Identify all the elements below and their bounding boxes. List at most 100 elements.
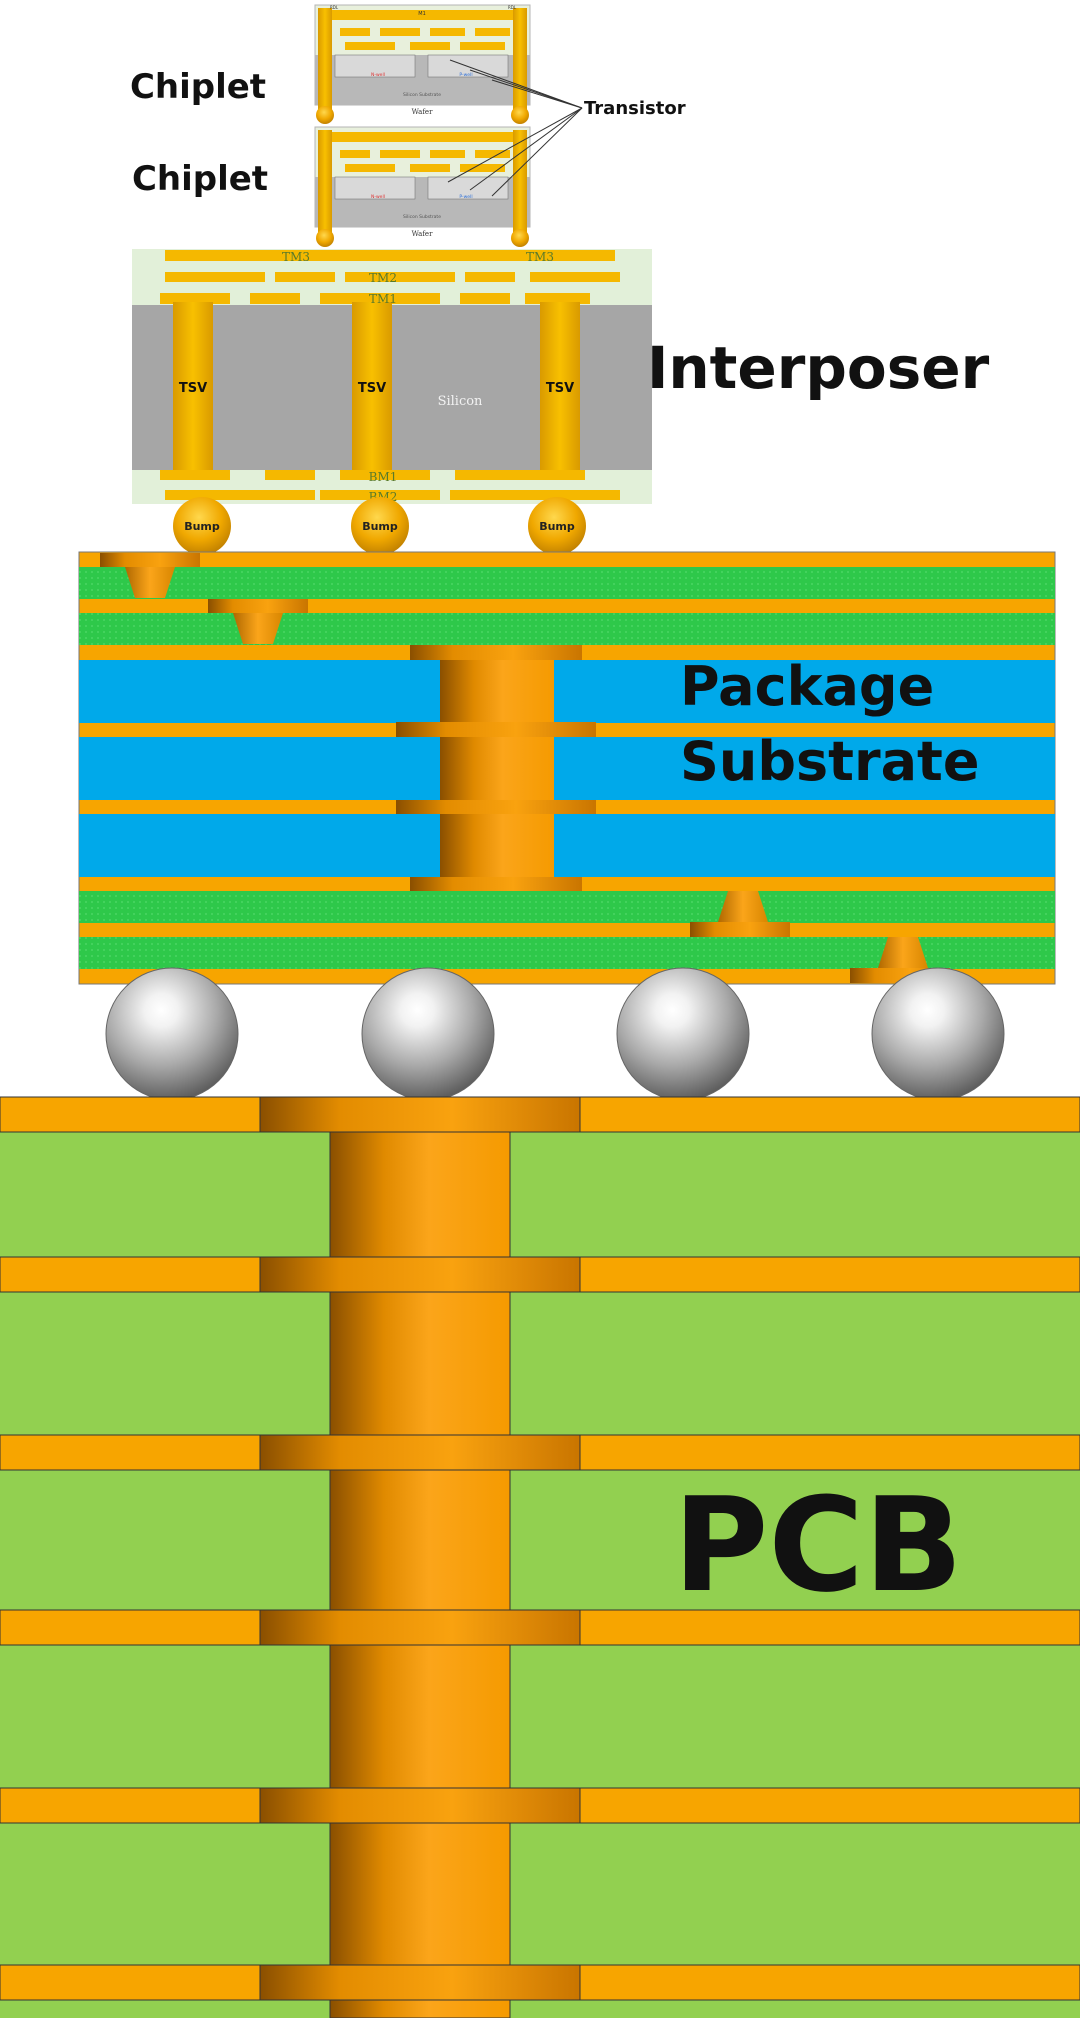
bm1-segment bbox=[340, 470, 430, 480]
substrate-pad bbox=[410, 645, 582, 660]
tm1-segment bbox=[250, 293, 300, 304]
substrate-pad bbox=[100, 553, 200, 567]
tsv-center bbox=[352, 302, 392, 477]
bump-icon bbox=[351, 497, 409, 555]
chiplet-metal-segment bbox=[430, 150, 465, 158]
substrate-pad bbox=[396, 722, 596, 737]
package-substrate bbox=[78, 551, 1056, 985]
tsv-right bbox=[540, 302, 580, 477]
chiplet-rdl-label-right: RDL bbox=[508, 5, 517, 10]
chiplet-metal-label: M1 bbox=[418, 11, 426, 17]
chiplet-metal-segment bbox=[380, 150, 420, 158]
tm2-segment bbox=[275, 272, 335, 282]
pcb-label: PCB bbox=[673, 1469, 963, 1621]
chiplet-rdl-label: RDL bbox=[330, 5, 339, 10]
substrate-blue-core bbox=[79, 737, 1055, 800]
bump-icon bbox=[316, 229, 334, 247]
tm2-segment bbox=[530, 272, 620, 282]
chiplet-metal-segment bbox=[460, 42, 505, 50]
chiplet-label-1: Chiplet bbox=[130, 67, 266, 107]
bump-icon bbox=[511, 229, 529, 247]
chiplet-metal-segment bbox=[460, 164, 505, 172]
chiplet-well-right bbox=[427, 176, 509, 200]
chiplet-label-2: Chiplet bbox=[132, 159, 268, 199]
tsv-label-left: TSV bbox=[179, 381, 207, 396]
pcb-body bbox=[0, 1097, 1080, 2018]
bump-label-left: Bump bbox=[184, 520, 220, 533]
chiplet-metal-segment bbox=[345, 164, 395, 172]
chiplet-n-well-label: N-well bbox=[371, 72, 385, 78]
chiplet-metal-segment bbox=[340, 150, 370, 158]
pcb-via-pad bbox=[259, 1434, 581, 1471]
chiplet-metal-segment bbox=[430, 28, 465, 36]
chiplet-metal-segment bbox=[410, 42, 450, 50]
tm1-label: TM1 bbox=[369, 292, 397, 306]
substrate-green-layer bbox=[79, 567, 1055, 599]
bm1-segment bbox=[265, 470, 315, 480]
pcb-via-pad bbox=[259, 1256, 581, 1293]
interposer-label: Interposer bbox=[647, 334, 990, 402]
chiplet-stack-top: M1 N-well P-well Silicon Substrate Wafer… bbox=[314, 4, 531, 124]
bump-label-right: Bump bbox=[539, 520, 575, 533]
tsv-label-right: TSV bbox=[546, 381, 574, 396]
package-label-line2: Substrate bbox=[680, 730, 979, 793]
tm1-segment bbox=[160, 293, 230, 304]
pcb bbox=[0, 1096, 1080, 2018]
substrate-microvia bbox=[233, 613, 283, 644]
substrate-stacked-via bbox=[440, 814, 554, 877]
chiplet-metal-segment bbox=[380, 28, 420, 36]
transistor-callout bbox=[447, 59, 583, 197]
bm2-segment bbox=[450, 490, 620, 500]
tm3-layer bbox=[165, 250, 615, 261]
bm1-segment bbox=[160, 470, 230, 480]
chiplet-metal-layer bbox=[330, 132, 525, 142]
chiplet-substrate-label: Silicon Substrate bbox=[403, 214, 441, 220]
tm2-label: TM2 bbox=[369, 271, 397, 285]
substrate-green-layer bbox=[79, 891, 1055, 923]
bm1-segment bbox=[455, 470, 585, 480]
chiplet-well-left bbox=[334, 54, 416, 78]
substrate-blue-core bbox=[79, 814, 1055, 877]
chiplet-tsv-left bbox=[318, 130, 332, 235]
substrate-microvia bbox=[878, 937, 928, 968]
sphere-icon bbox=[871, 967, 1005, 1101]
chiplet-wafer-label: Wafer bbox=[412, 230, 433, 238]
substrate-pad bbox=[690, 922, 790, 937]
chiplet-tsv-right bbox=[513, 130, 527, 235]
tm1-segment bbox=[460, 293, 510, 304]
substrate-microvia bbox=[718, 891, 768, 922]
tm3-label-right: TM3 bbox=[526, 250, 554, 264]
substrate-pad bbox=[208, 599, 308, 613]
bump-label-center: Bump bbox=[362, 520, 398, 533]
sphere-icon bbox=[616, 967, 750, 1101]
chiplet-metal-segment bbox=[340, 28, 370, 36]
chiplet-well-left bbox=[334, 176, 416, 200]
substrate-stacked-via bbox=[440, 660, 554, 723]
substrate-pad bbox=[396, 800, 596, 814]
chiplet-substrate-label: Silicon Substrate bbox=[403, 92, 441, 98]
tm2-segment bbox=[345, 272, 455, 282]
pcb-via-pad bbox=[259, 1787, 581, 1824]
tsv-left bbox=[173, 302, 213, 477]
bm2-segment bbox=[320, 490, 440, 500]
chiplet-metal-layer bbox=[330, 10, 525, 20]
chiplet-metal-segment bbox=[345, 42, 395, 50]
sphere-icon bbox=[361, 967, 495, 1101]
chiplet-well-right bbox=[427, 54, 509, 78]
chiplet-metal-segment bbox=[410, 164, 450, 172]
pcb-via-pad bbox=[259, 1609, 581, 1646]
substrate-microvia bbox=[125, 567, 175, 598]
silicon-label: Silicon bbox=[438, 394, 483, 409]
bm1-label: BM1 bbox=[369, 470, 398, 484]
bump-icon bbox=[511, 106, 529, 124]
bump-icon bbox=[528, 497, 586, 555]
chiplet-wafer-label: Wafer bbox=[412, 108, 433, 116]
pcb-through-via bbox=[329, 1096, 511, 2018]
chiplet-p-well-label: P-well bbox=[459, 194, 472, 200]
solder-ball-row bbox=[105, 967, 1005, 1101]
substrate-pad bbox=[410, 877, 582, 891]
bm2-segment bbox=[165, 490, 315, 500]
tm1-segment bbox=[525, 293, 590, 304]
tm1-segment bbox=[320, 293, 440, 304]
tm2-segment bbox=[165, 272, 265, 282]
